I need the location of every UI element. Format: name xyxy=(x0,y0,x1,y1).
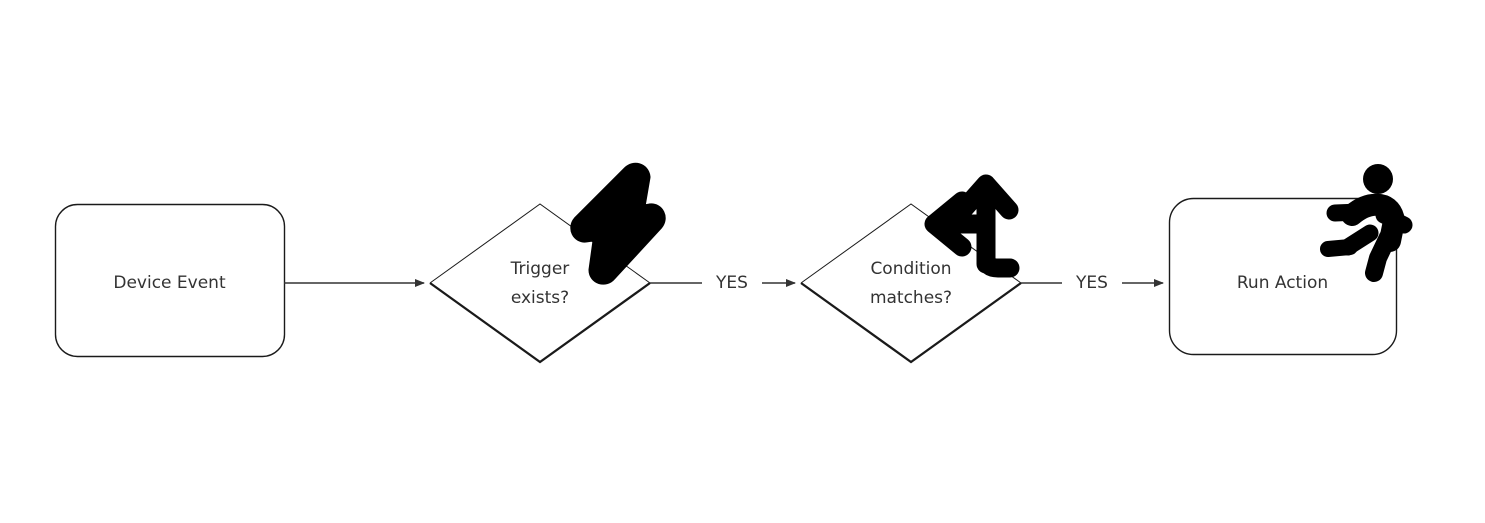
node-run-action-shape[interactable] xyxy=(1168,197,1398,356)
node-device-event-shape[interactable] xyxy=(54,203,286,358)
node-condition-matches-shape[interactable] xyxy=(800,203,1022,364)
edge-label-yes-2: YES xyxy=(1076,273,1108,293)
node-trigger-exists-shape[interactable] xyxy=(429,203,651,364)
edge-label-yes-1: YES xyxy=(716,273,748,293)
